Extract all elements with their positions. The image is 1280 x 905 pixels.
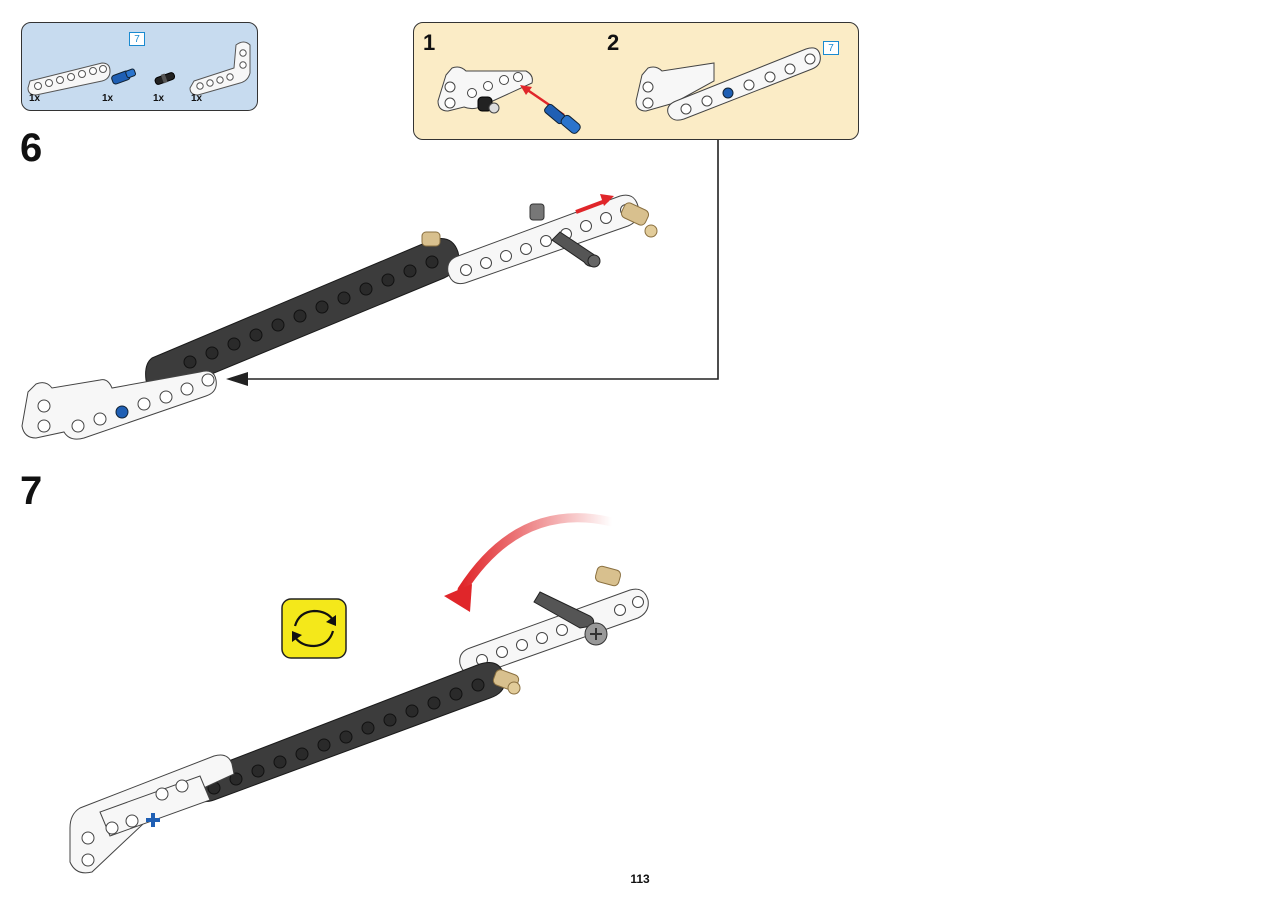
part-qty-liftarm: 1x [29,93,41,104]
parts-list-artwork [27,41,251,96]
page-number: 113 [630,872,650,886]
substep-1-blue-pin [544,103,581,134]
rotate-model-icon [281,598,347,659]
step-6-number: 6 [20,126,43,170]
step-6-model [21,194,658,440]
part-qty-axle-pin: 1x [102,93,114,104]
part-qty-bent-liftarm: 1x [191,93,203,104]
black-friction-pin-icon [154,72,176,85]
substep-2-number: 2 [607,30,620,55]
substep-1-bent-liftarm [437,66,533,114]
blue-axle-pin-icon [111,68,137,85]
callout-connector-arrow [226,140,719,386]
part-qty-friction-pin: 1x [153,93,165,104]
subassembly-callout: 1 2 7 [413,22,859,140]
liftarm-length-tag: 7 [129,32,145,46]
step-7-number: 7 [20,469,43,513]
white-liftarm-7-icon [27,62,111,96]
substep-2-length-tag: 7 [823,41,839,55]
subassembly-artwork [437,47,821,134]
substep-2-assembly [635,47,821,121]
step-7-model [69,513,649,874]
substep-1-number: 1 [423,30,436,55]
white-bent-liftarm-icon [189,41,251,96]
parts-list-callout: 7 1x 1x 1x 1x [21,22,258,111]
